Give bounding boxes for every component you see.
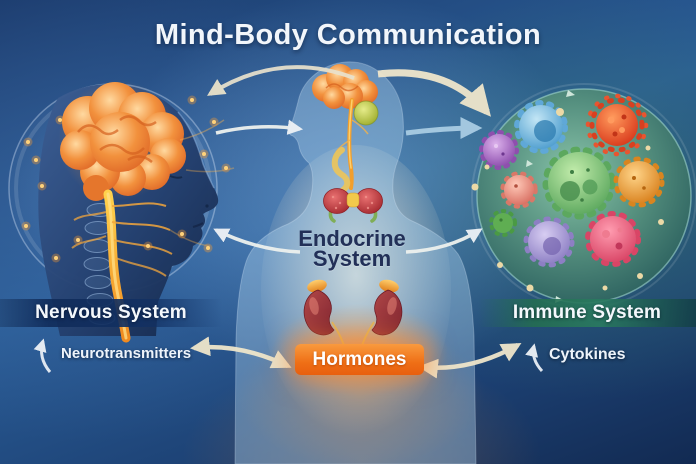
immune-cell-purple (479, 130, 519, 170)
immune-system-illustration (471, 83, 696, 309)
small-brain-icon (312, 64, 378, 109)
nostril-dot (205, 204, 209, 208)
neurotransmitters-label: Neurotransmitters (61, 345, 192, 362)
endocrine-label-line2: System (312, 246, 392, 271)
kidneys-icon (303, 279, 403, 353)
immune-cell-blue (514, 100, 568, 154)
cytokines-label: Cytokines (549, 346, 626, 363)
immune-system-label: Immune System (478, 299, 696, 327)
eye-line (169, 175, 183, 179)
arrow-endocrine-to-nervous-mid (213, 228, 301, 254)
arrow-nervous-to-immune (405, 117, 483, 140)
endocrine-label-line1: Endocrine (298, 226, 406, 251)
arrow-endocrine-to-immune-mid (405, 228, 483, 254)
arrow-hormones-cytokines-bidirectional (418, 343, 522, 379)
virus-small-green (489, 209, 517, 237)
endocrine-system-label: Endocrine System (296, 226, 408, 271)
hormones-banner: Hormones (295, 344, 424, 375)
thyroid-icon (323, 188, 383, 223)
arrow-endocrine-to-nervous-top (207, 65, 355, 96)
neck-nerve-icon (331, 98, 369, 193)
immune-cell-lavender (523, 216, 575, 268)
nervous-system-illustration (8, 80, 235, 343)
immune-cell-green (542, 146, 616, 220)
page-title: Mind-Body Communication (154, 19, 542, 51)
arrow-endocrine-to-immune-top (377, 69, 491, 117)
hormones-label: Hormones (312, 348, 407, 370)
immune-cell-crimson (585, 211, 641, 267)
adrenal-gland-icon (379, 279, 399, 293)
neural-sparks (21, 95, 235, 263)
nervous-system-label: Nervous System (0, 299, 222, 327)
virus-red (585, 93, 649, 157)
adrenal-gland-icon (307, 279, 327, 293)
arrow-up-neurotransmitters (33, 338, 52, 373)
arrow-nervous-to-endocrine (215, 119, 304, 135)
immune-system-label-text: Immune System (512, 302, 662, 323)
cerebellum (83, 175, 109, 201)
immune-cell-orange (613, 156, 665, 208)
communication-arrows (33, 65, 544, 379)
arrow-up-cytokines (525, 343, 544, 373)
immune-cell-salmon (500, 171, 538, 209)
pituitary-gland-icon (353, 100, 379, 126)
lips-line (192, 222, 204, 228)
nervous-system-label-text: Nervous System (35, 302, 187, 323)
brain-icon (60, 82, 186, 201)
arrow-neurotransmitters-hormones-bidirectional (190, 336, 292, 369)
